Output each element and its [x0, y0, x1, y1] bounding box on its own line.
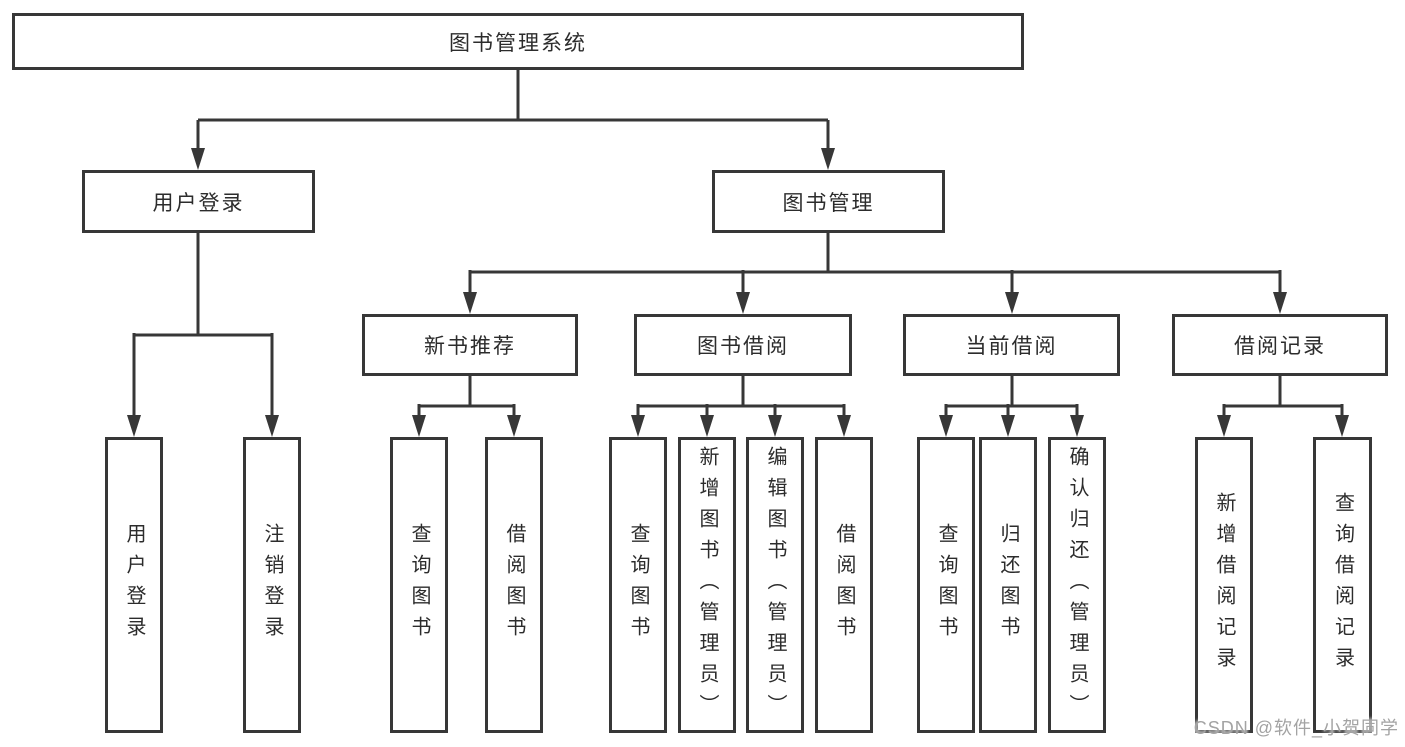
node-label: 新增借阅记录	[1213, 492, 1235, 678]
node-label: 注销登录	[261, 523, 283, 647]
node-user-login: 用户登录	[82, 170, 315, 233]
node-label: 借阅记录	[1234, 335, 1326, 358]
node-label: 图书管理	[782, 191, 875, 215]
leaf-add-borrow-record: 新增借阅记录	[1195, 437, 1253, 733]
node-label: 确认归还（管理员）	[1066, 445, 1088, 725]
node-borrowing-records: 借阅记录	[1172, 314, 1388, 376]
node-current-borrowing: 当前借阅	[903, 314, 1120, 376]
leaf-confirm-return-admin: 确认归还（管理员）	[1048, 437, 1106, 733]
node-label: 查询图书	[627, 523, 649, 647]
leaf-borrow-books-recommend: 借阅图书	[485, 437, 543, 733]
leaf-query-books-borrowing: 查询图书	[609, 437, 667, 733]
node-new-book-recommend: 新书推荐	[362, 314, 578, 376]
node-label: 查询图书	[935, 523, 957, 647]
node-label: 查询图书	[408, 523, 430, 647]
leaf-edit-book-admin: 编辑图书（管理员）	[746, 437, 804, 733]
leaf-borrow-books: 借阅图书	[815, 437, 873, 733]
node-label: 用户登录	[123, 523, 145, 647]
node-label: 借阅图书	[503, 523, 525, 647]
node-label: 查询借阅记录	[1331, 492, 1354, 678]
leaf-query-books-recommend: 查询图书	[390, 437, 448, 733]
node-root: 图书管理系统	[12, 13, 1024, 70]
csdn-watermark: CSDN @软件_小贺同学	[1193, 718, 1399, 738]
node-label: 图书管理系统	[449, 31, 587, 55]
node-book-management: 图书管理	[712, 170, 945, 233]
leaf-query-borrow-record: 查询借阅记录	[1313, 437, 1372, 733]
node-label: 借阅图书	[833, 523, 855, 647]
leaf-return-book: 归还图书	[979, 437, 1037, 733]
node-label: 新增图书（管理员）	[696, 445, 718, 725]
node-label: 图书借阅	[697, 335, 789, 358]
node-label: 新书推荐	[424, 335, 516, 358]
leaf-add-book-admin: 新增图书（管理员）	[678, 437, 736, 733]
node-book-borrowing: 图书借阅	[634, 314, 852, 376]
leaf-query-books-current: 查询图书	[917, 437, 975, 733]
node-label: 用户登录	[152, 191, 245, 215]
node-label: 归还图书	[997, 523, 1019, 647]
leaf-logout: 注销登录	[243, 437, 301, 733]
node-label: 当前借阅	[965, 335, 1058, 358]
node-label: 编辑图书（管理员）	[764, 445, 786, 725]
leaf-user-login: 用户登录	[105, 437, 163, 733]
